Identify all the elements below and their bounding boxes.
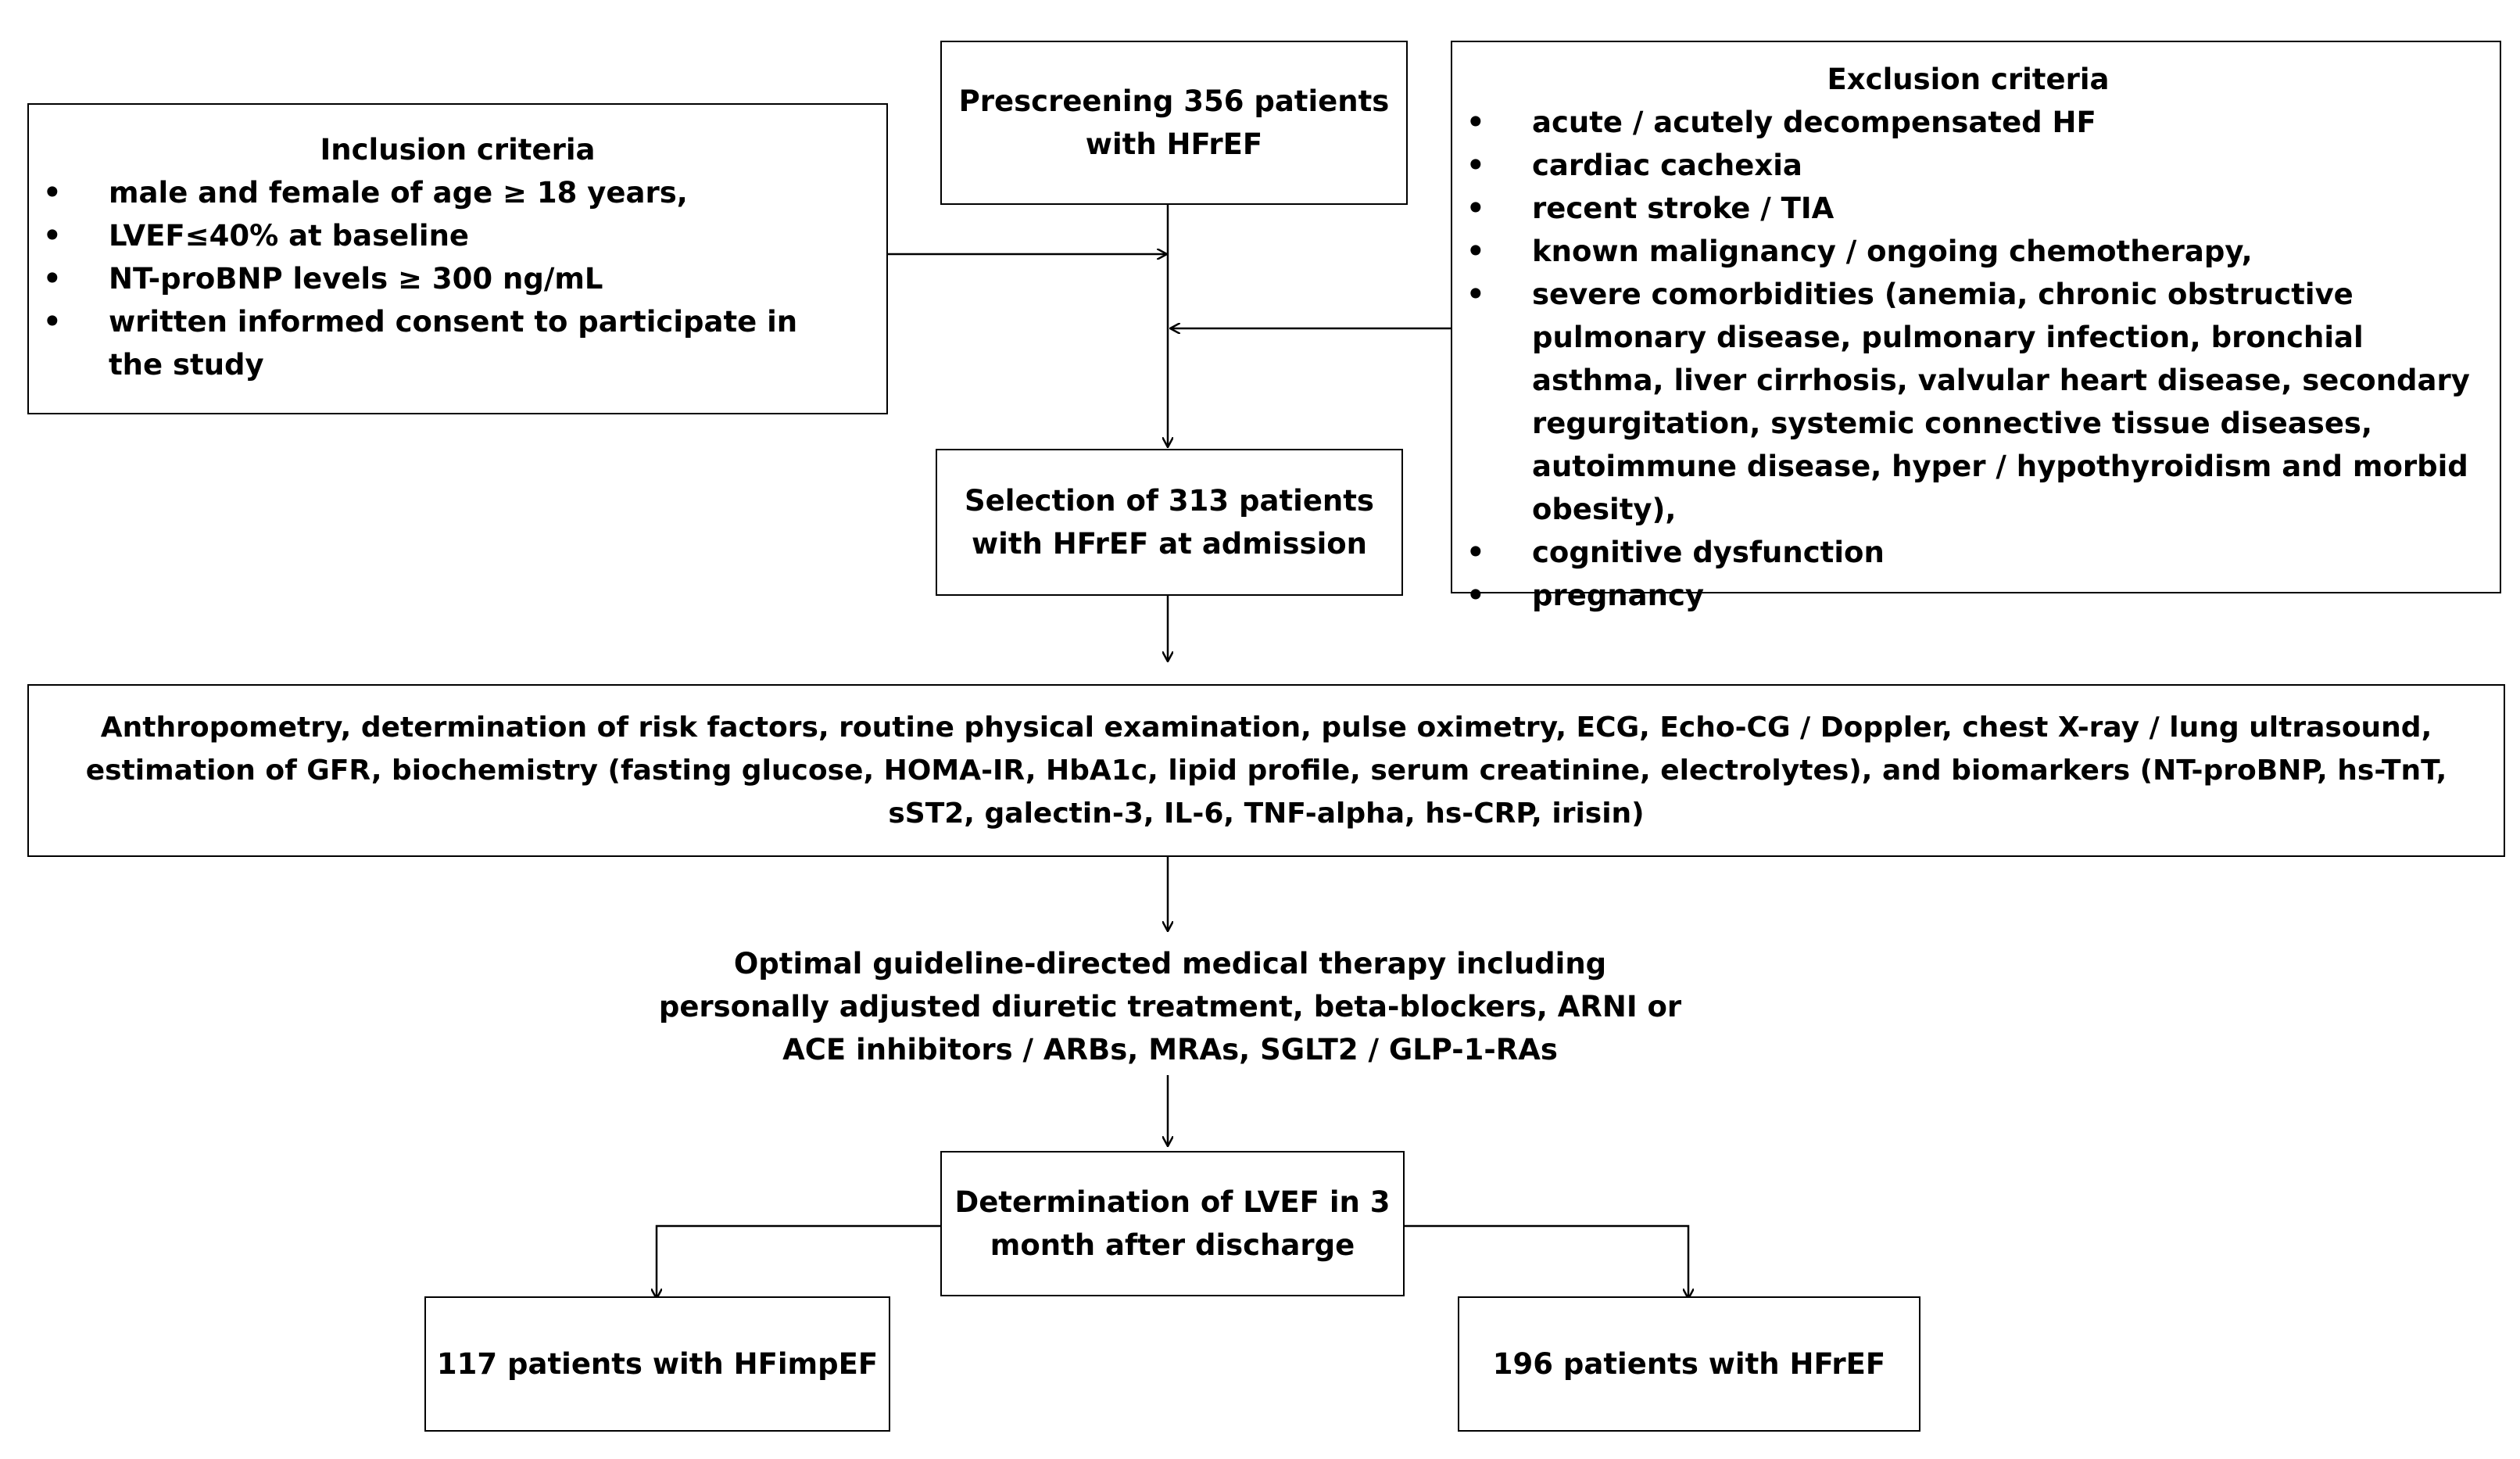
- determination-line-1: Determination of LVEF in 3: [954, 1185, 1391, 1219]
- determination-line-2: month after discharge: [990, 1228, 1355, 1262]
- arrow-to-hfref: [1405, 1224, 1688, 1298]
- inclusion-criteria-box: Inclusion criteria male and female of ag…: [27, 103, 888, 414]
- exclusion-item: cardiac cachexia: [1452, 144, 2484, 187]
- arrow-to-hfimpef: [657, 1224, 940, 1298]
- therapy-line-2: personally adjusted diuretic treatment, …: [658, 990, 1682, 1023]
- therapy-line-1: Optimal guideline-directed medical thera…: [733, 947, 1607, 980]
- exclusion-item: known malignancy / ongoing chemotherapy,: [1452, 230, 2484, 273]
- exclusion-title: Exclusion criteria: [1827, 63, 2110, 96]
- inclusion-item: NT-proBNP levels ≥ 300 ng/mL: [29, 257, 824, 300]
- inclusion-title: Inclusion criteria: [320, 133, 596, 167]
- inclusion-list: male and female of age ≥ 18 years, LVEF≤…: [29, 171, 886, 386]
- assessments-box: Anthropometry, determination of risk fac…: [27, 684, 2505, 857]
- assessments-text: Anthropometry, determination of risk fac…: [85, 712, 2447, 830]
- outcome-hfimpef-label: 117 patients with HFimpEF: [436, 1347, 879, 1381]
- selection-line-1: Selection of 313 patients: [965, 484, 1374, 518]
- inclusion-item: male and female of age ≥ 18 years,: [29, 171, 824, 214]
- exclusion-item: severe comorbidities (anemia, chronic ob…: [1452, 273, 2484, 531]
- selection-box: Selection of 313 patients with HFrEF at …: [936, 449, 1403, 596]
- determination-box: Determination of LVEF in 3 month after d…: [940, 1151, 1405, 1296]
- prescreening-line-1: Prescreening 356 patients: [958, 84, 1390, 118]
- exclusion-item: pregnancy: [1452, 574, 2484, 617]
- outcome-hfimpef-box: 117 patients with HFimpEF: [424, 1296, 890, 1432]
- selection-line-2: with HFrEF at admission: [971, 527, 1368, 561]
- exclusion-item: cognitive dysfunction: [1452, 531, 2484, 574]
- therapy-line-3: ACE inhibitors / ARBs, MRAs, SGLT2 / GLP…: [782, 1033, 1558, 1066]
- inclusion-item: written informed consent to participate …: [29, 300, 824, 386]
- prescreening-box: Prescreening 356 patients with HFrEF: [940, 41, 1408, 205]
- exclusion-criteria-box: Exclusion criteria acute / acutely decom…: [1451, 41, 2501, 617]
- outcome-hfref-box: 196 patients with HFrEF: [1458, 1296, 1920, 1432]
- exclusion-item: recent stroke / TIA: [1452, 187, 2484, 230]
- therapy-text-block: Optimal guideline-directed medical thera…: [658, 942, 1682, 1071]
- prescreening-line-2: with HFrEF: [1085, 127, 1263, 161]
- inclusion-item: LVEF≤40% at baseline: [29, 214, 824, 257]
- exclusion-list: acute / acutely decompensated HF cardiac…: [1452, 101, 2484, 617]
- exclusion-item: acute / acutely decompensated HF: [1452, 101, 2484, 144]
- outcome-hfref-label: 196 patients with HFrEF: [1492, 1347, 1886, 1381]
